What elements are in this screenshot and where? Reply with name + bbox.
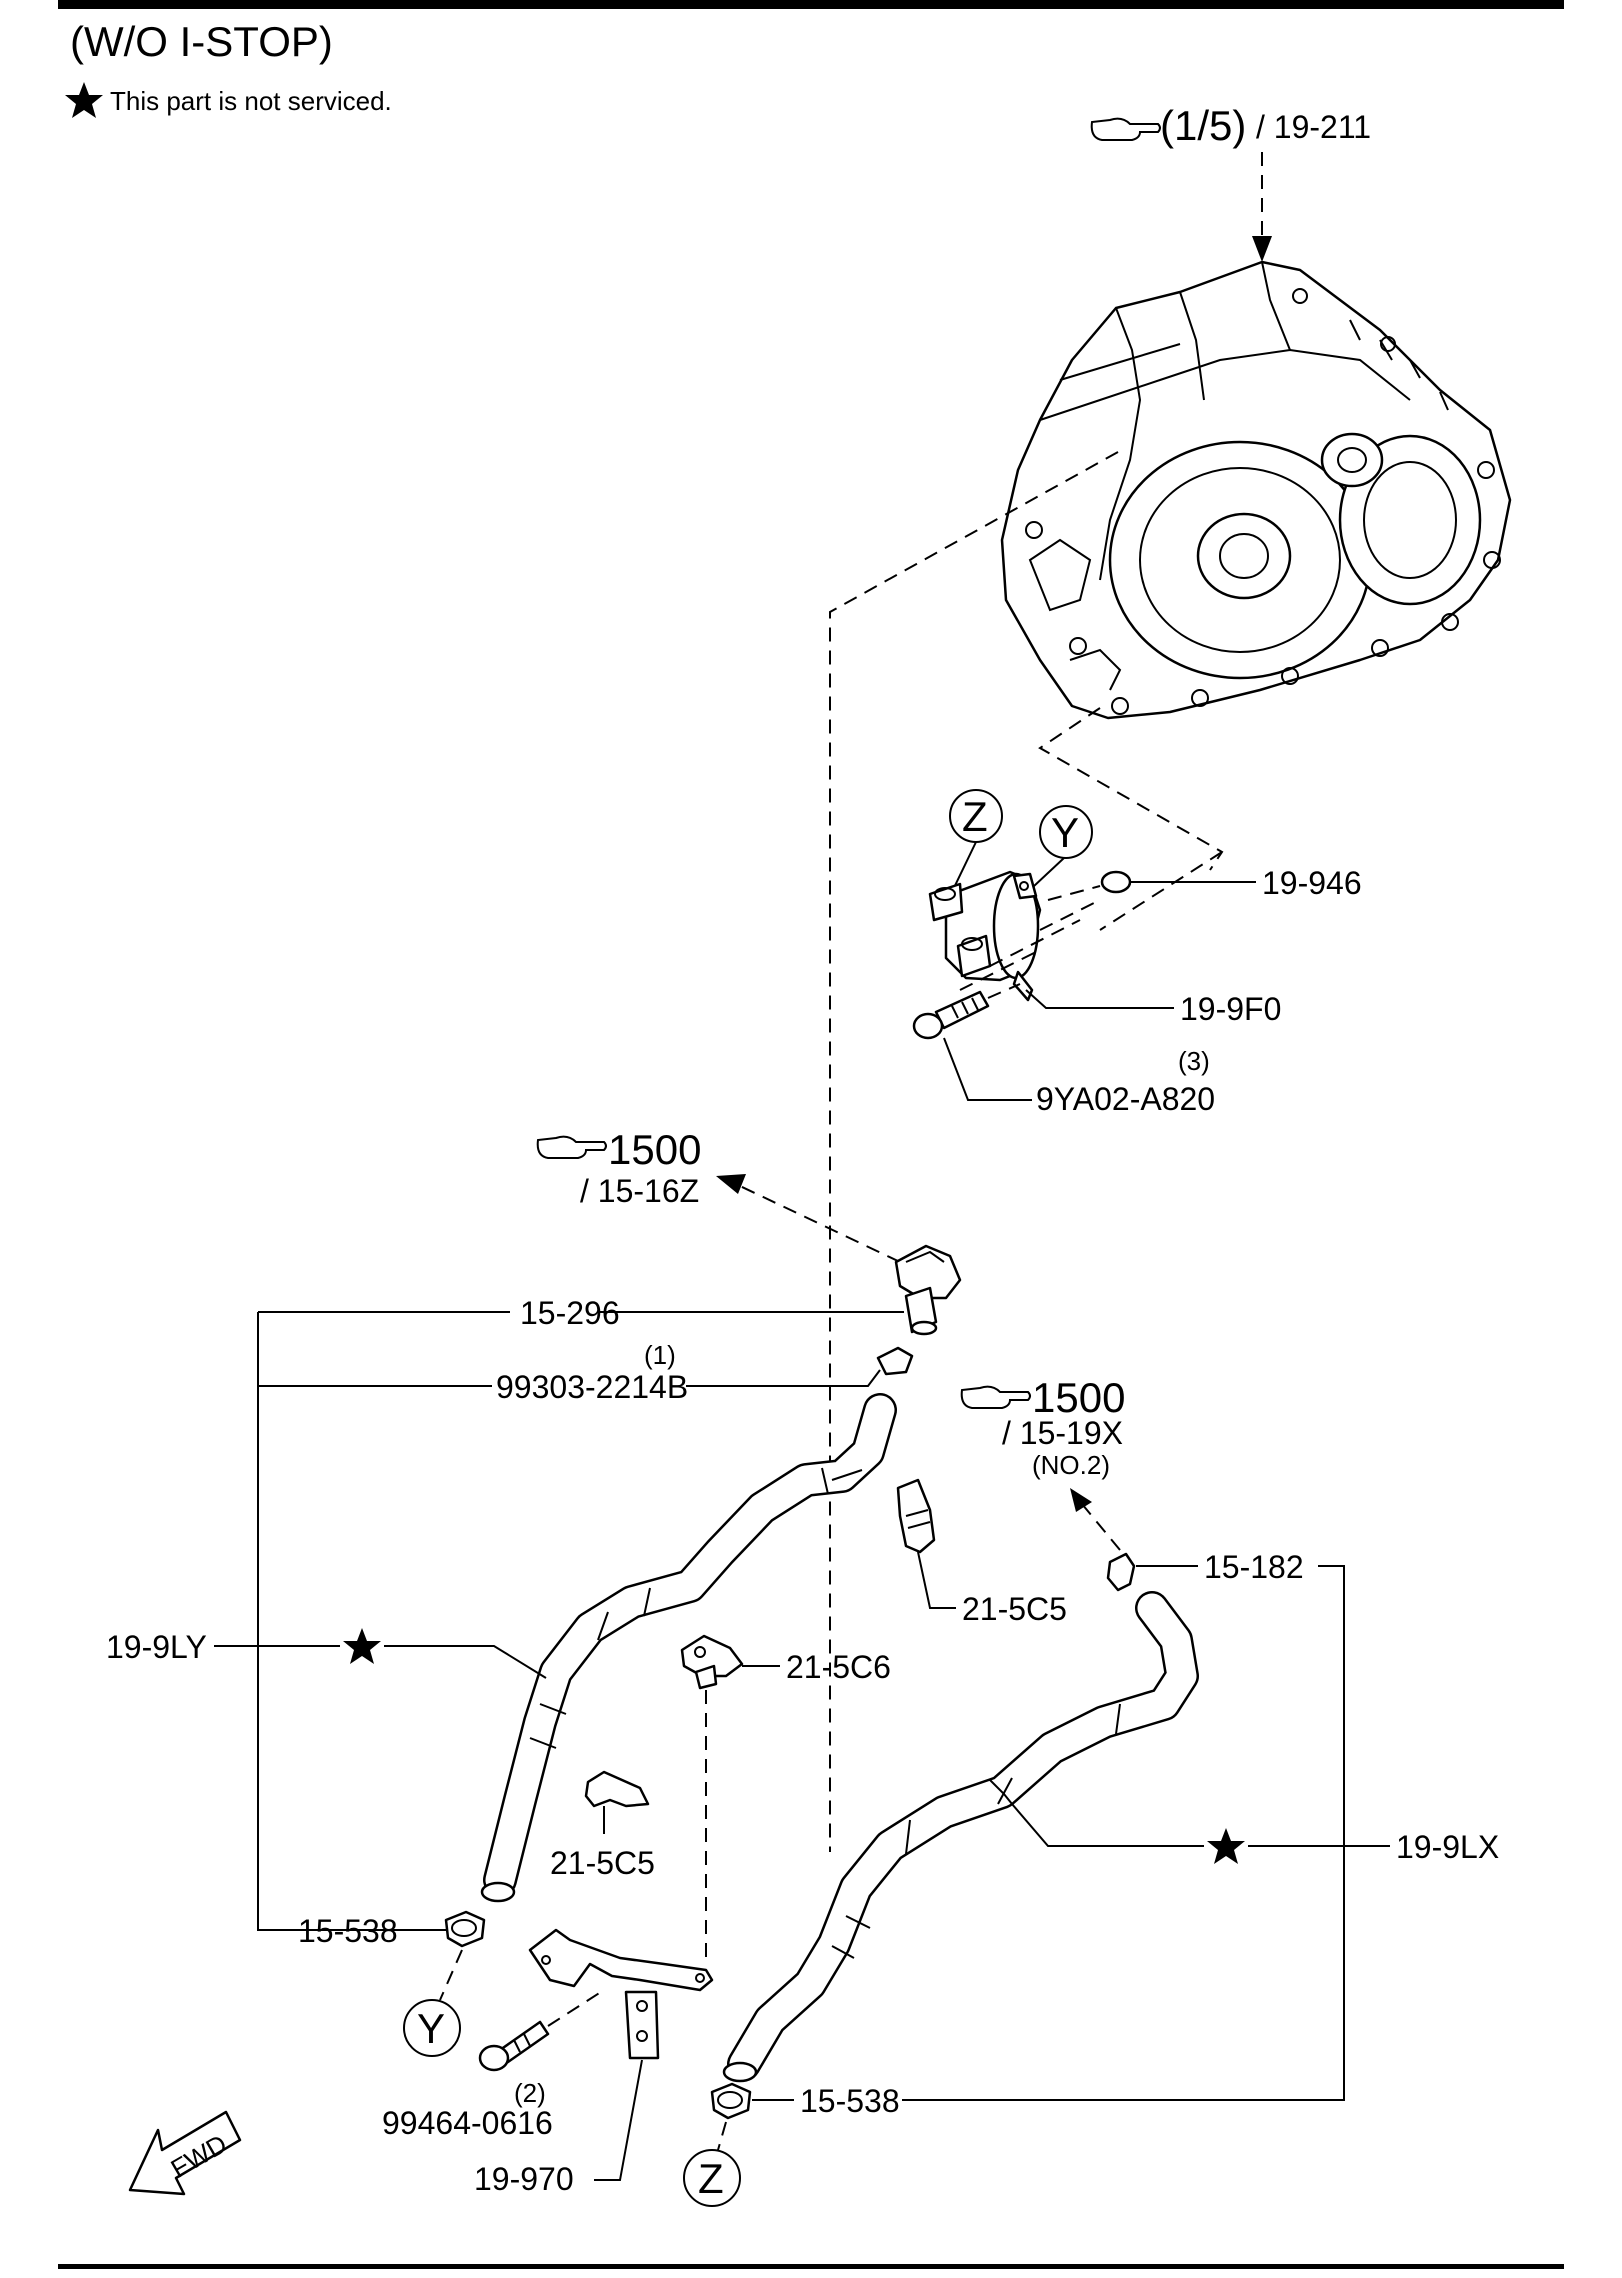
not-serviced-star-icon: [1207, 1828, 1245, 1864]
label-19-9F0[interactable]: 19-9F0: [1180, 991, 1281, 1027]
label-15-538-right[interactable]: 15-538: [800, 2083, 900, 2119]
fitting-15-182: [1106, 1552, 1136, 1592]
ref-top-page: (1/5): [1160, 102, 1246, 149]
bracket-19-970: [528, 1928, 714, 2060]
ref-mid-code: / 15-16Z: [580, 1173, 699, 1209]
transaxle-case: [1000, 260, 1512, 720]
qty-9ya02: (3): [1178, 1046, 1210, 1076]
clamp-15-538-right: [710, 2082, 752, 2120]
label-19-9LY[interactable]: 19-9LY: [106, 1629, 207, 1665]
label-99464-0616[interactable]: 99464-0616: [382, 2105, 553, 2141]
hose-connector: [894, 1244, 962, 1336]
ref-right[interactable]: 1500 / 15-19X (NO.2): [960, 1374, 1126, 1480]
label-9YA02-A820[interactable]: 9YA02-A820: [1036, 1081, 1215, 1117]
ref-right-page: 1500: [1032, 1374, 1125, 1421]
qty-99464: (2): [514, 2078, 546, 2108]
pointing-hand-icon: [536, 1135, 607, 1159]
arrow-head: [1070, 1488, 1092, 1512]
insulator-21-5c5-a: [896, 1478, 936, 1554]
svg-text:Y: Y: [417, 2005, 445, 2052]
ref-top[interactable]: (1/5) / 19-211: [1090, 102, 1371, 149]
qty-99303: (1): [644, 1340, 676, 1370]
label-15-182[interactable]: 15-182: [1204, 1549, 1304, 1585]
bolt-99464: [478, 2020, 550, 2072]
pointing-hand-icon: [960, 1385, 1031, 1409]
callout-z-bottom[interactable]: Z: [683, 2149, 741, 2207]
insulator-21-5c5-b: [584, 1770, 650, 1808]
arrow-head: [1252, 236, 1272, 262]
not-serviced-star-icon: [343, 1628, 381, 1664]
ref-top-code: / 19-211: [1256, 109, 1371, 145]
label-19-970[interactable]: 19-970: [474, 2161, 574, 2197]
arrow-head: [716, 1174, 746, 1194]
variant-title: (W/O I-STOP): [70, 18, 333, 65]
bolt-9ya02: [912, 990, 990, 1040]
label-19-9LX[interactable]: 19-9LX: [1396, 1829, 1499, 1865]
svg-text:Z: Z: [962, 793, 988, 840]
hose-19-9lx: [722, 1591, 1199, 2083]
top-rule: [58, 0, 1564, 9]
ref-mid[interactable]: 1500 / 15-16Z: [536, 1126, 702, 1209]
oil-cooler: [928, 870, 1042, 1002]
legend-text: This part is not serviced.: [110, 86, 392, 116]
svg-text:Z: Z: [698, 2155, 724, 2202]
star-icon: [65, 82, 103, 118]
label-21-5C5-lower[interactable]: 21-5C5: [550, 1845, 655, 1881]
ref-right-code: / 15-19X: [1002, 1415, 1123, 1451]
bottom-rule: [58, 2264, 1564, 2269]
fwd-arrow: FWD: [128, 2110, 242, 2196]
label-21-5C5-upper[interactable]: 21-5C5: [962, 1591, 1067, 1627]
clamp-99303: [876, 1346, 914, 1376]
callout-z-top[interactable]: Z: [949, 789, 1003, 843]
ref-mid-page: 1500: [608, 1126, 701, 1173]
o-ring: [1100, 870, 1132, 894]
pointing-hand-icon: [1090, 117, 1161, 141]
svg-text:Y: Y: [1051, 809, 1079, 856]
ref-right-note: (NO.2): [1032, 1450, 1110, 1480]
label-21-5C6[interactable]: 21-5C6: [786, 1649, 891, 1685]
callout-y-bottom[interactable]: Y: [403, 1999, 461, 2057]
callout-y-top[interactable]: Y: [1039, 805, 1093, 859]
label-19-946[interactable]: 19-946: [1262, 865, 1362, 901]
bracket-21-5c6: [680, 1634, 744, 1678]
label-15-538-left[interactable]: 15-538: [298, 1913, 398, 1949]
clamp-15-538-left: [444, 1910, 486, 1948]
label-99303-2214B[interactable]: 99303-2214B: [496, 1369, 688, 1405]
hose-19-9ly: [480, 1393, 897, 1903]
